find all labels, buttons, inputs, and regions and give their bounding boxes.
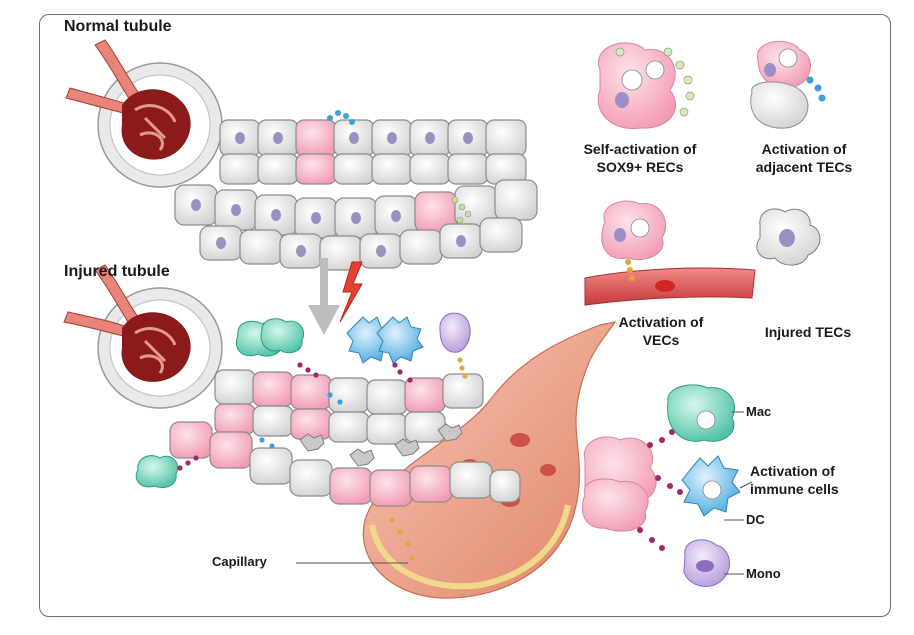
injured-dc-cells [346, 316, 424, 364]
vecs-line2: VECs [642, 332, 680, 348]
adjacent-activation-illustration [750, 40, 826, 129]
injured-mono-cell [439, 312, 471, 353]
immune-activation-label: Activation of immune cells [750, 462, 870, 498]
glomerulus-icon [65, 39, 223, 188]
mac-label: Mac [746, 404, 772, 419]
injured-tubule-title: Injured tubule [64, 263, 170, 280]
self-activation-line1: Self-activation of [583, 141, 697, 157]
adjacent-activation-label: Activation of adjacent TECs [742, 140, 866, 176]
lightning-bolt-icon [339, 261, 363, 323]
normal-tubule-title: Normal tubule [64, 18, 172, 35]
immune-activation-illustration [581, 384, 741, 587]
self-activation-illustration [597, 42, 695, 129]
immune-line2: immune cells [750, 481, 839, 497]
self-activation-label: Self-activation of SOX9+ RECs [560, 140, 720, 176]
injured-tubule-group [63, 264, 617, 599]
capillary-label: Capillary [212, 554, 267, 569]
self-activation-line2: SOX9+ RECs [596, 159, 684, 175]
vecs-label: Activation of VECs [596, 313, 726, 349]
mono-label: Mono [746, 566, 781, 581]
dc-label: DC [746, 512, 765, 527]
adjacent-line1: Activation of [761, 141, 847, 157]
capillary-vessel [362, 321, 617, 599]
vecs-illustration [584, 200, 756, 306]
normal-tubule-group [65, 39, 538, 271]
down-arrow-icon [308, 258, 340, 335]
normal-tubule-upper-row [219, 119, 527, 185]
injured-glomerulus-icon [63, 264, 223, 409]
adjacent-line2: adjacent TECs [755, 159, 853, 175]
vecs-line1: Activation of [618, 314, 704, 330]
immune-line1: Activation of [750, 463, 835, 479]
normal-tubule-lower-row [174, 179, 538, 271]
injured-tecs-label: Injured TECs [764, 324, 852, 340]
injured-mac-cells [135, 318, 304, 488]
